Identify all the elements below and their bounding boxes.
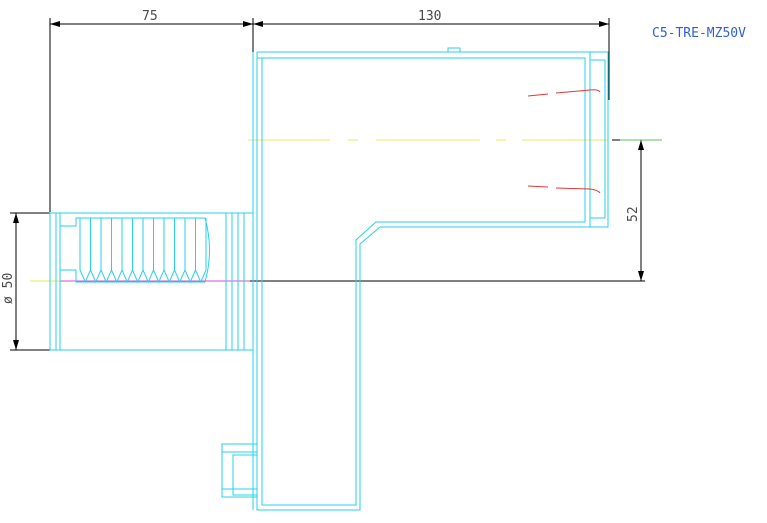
serration-tooth	[184, 218, 196, 284]
bottom-clamp	[221, 443, 258, 498]
serration-tooth	[111, 218, 123, 284]
serration-tooth	[142, 218, 154, 284]
serration-tooth	[163, 218, 175, 284]
arrow-top-dia	[13, 213, 19, 223]
hidden-bore-lines	[527, 89, 601, 194]
shank	[49, 212, 254, 351]
serration-outline	[60, 217, 210, 283]
arrow-right-130	[599, 21, 609, 27]
arrow-bottom-dia	[13, 340, 19, 350]
top-nub	[447, 47, 461, 52]
arrow-left-75	[50, 21, 60, 27]
dimension-label-52: 52	[626, 206, 641, 222]
tool-body	[252, 47, 609, 511]
right-flange	[589, 51, 609, 228]
part-label: C5-TRE-MZ50V	[652, 26, 746, 41]
dimension-75: 75	[49, 9, 254, 212]
dimension-52: 52	[612, 139, 648, 281]
serration-tooth	[153, 218, 165, 284]
serration-tooth	[79, 218, 91, 284]
arrow-top-52	[638, 140, 644, 150]
serration-tooth	[121, 218, 133, 284]
arrow-left-130	[253, 21, 263, 27]
dimension-diameter: ø 50	[1, 212, 60, 351]
clamp-inner	[232, 454, 258, 496]
arrow-right-75	[243, 21, 253, 27]
serration-tooth	[174, 218, 186, 284]
dimension-label-75: 75	[142, 9, 158, 24]
serration-tooth	[90, 218, 102, 284]
serration-teeth	[79, 218, 207, 284]
body-inner-outline	[261, 57, 586, 506]
dimension-130: 130	[253, 9, 610, 100]
dimension-label-130: 130	[418, 9, 441, 24]
dimension-label-diameter: ø 50	[1, 273, 16, 304]
shank-collar	[225, 212, 254, 351]
serration-tooth	[100, 218, 112, 284]
serration-tooth	[195, 218, 207, 284]
arrow-bottom-52	[638, 271, 644, 281]
serration-tooth	[132, 218, 144, 284]
